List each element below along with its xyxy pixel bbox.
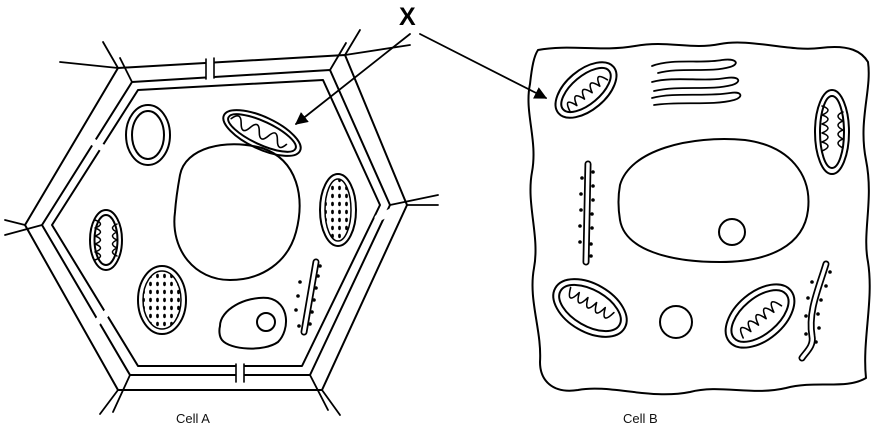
cell-a-caption: Cell A xyxy=(176,411,210,426)
cell-b xyxy=(528,42,869,394)
cell-b-mitochondrion-right xyxy=(815,90,849,174)
cell-a-chloroplast-bottom xyxy=(138,266,186,334)
cell-a-vacuole xyxy=(126,105,170,165)
cell-b-caption: Cell B xyxy=(623,411,658,426)
cell-b-mitochondrion-x xyxy=(546,52,627,129)
cell-a-vesicle xyxy=(219,298,286,349)
cell-b-nucleolus xyxy=(719,219,745,245)
cell-a-neighbour-walls xyxy=(5,30,438,415)
cell-a xyxy=(5,30,438,415)
cell-b-rough-er-right xyxy=(802,264,832,358)
cell-b-golgi xyxy=(652,60,740,105)
cell-b-mitochondrion-bottom-right xyxy=(714,272,806,360)
cell-b-nucleus xyxy=(619,139,809,262)
cell-a-mitochondrion-x xyxy=(217,101,307,166)
cell-b-mitochondrion-bottom-left xyxy=(543,267,636,349)
cell-b-rough-er-left xyxy=(578,164,595,262)
cell-b-vesicle xyxy=(660,306,692,338)
cell-a-nucleus xyxy=(174,144,299,280)
label-x: X xyxy=(399,3,416,32)
cell-a-mitochondrion-left xyxy=(90,210,122,270)
cell-a-chloroplast-right xyxy=(320,174,356,246)
cell-a-rough-er xyxy=(294,262,322,332)
